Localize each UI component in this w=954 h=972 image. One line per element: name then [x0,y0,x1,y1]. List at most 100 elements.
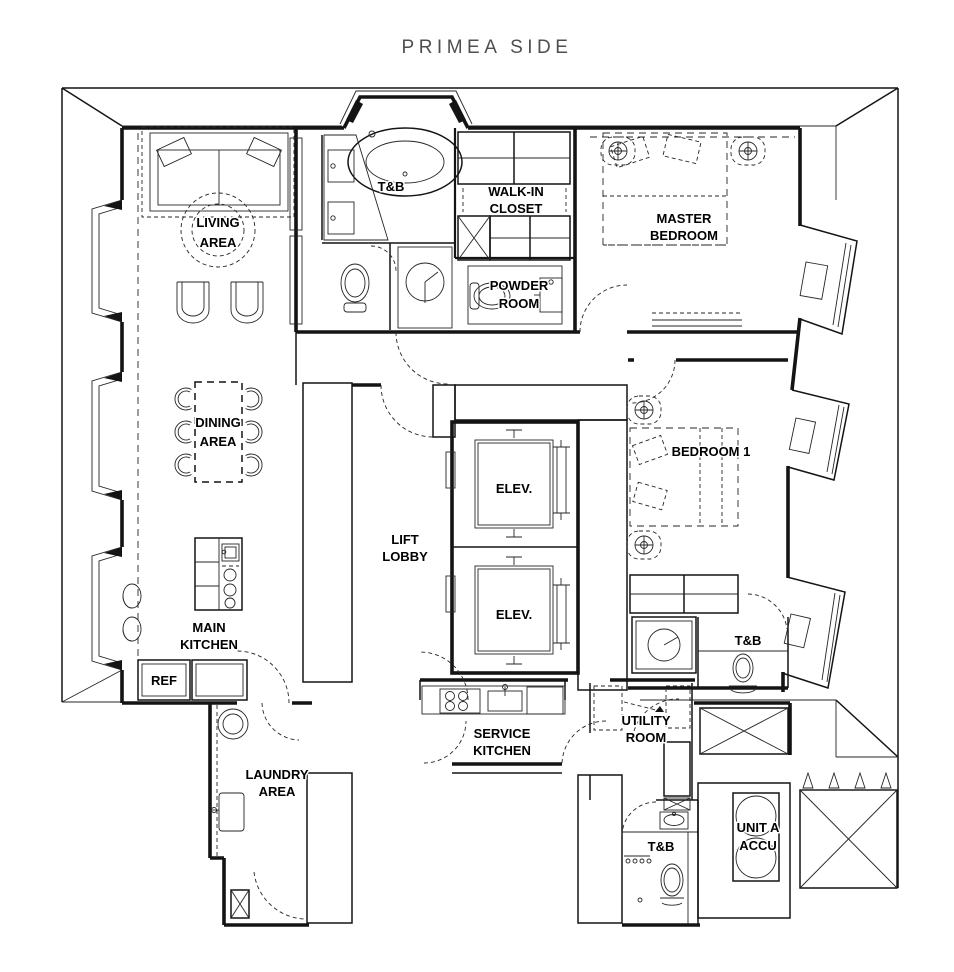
sink-icon [659,811,689,830]
vent-ticks [802,771,892,789]
master-tb-label: T&B [378,179,405,194]
living-area-label: LIVING [196,215,239,230]
walk-in-closet [457,131,571,261]
shower-icon [631,616,697,674]
laundry-area-label: LAUNDRY [245,767,308,782]
dining-area-label: DINING [195,415,241,430]
kitchen-island-icon [194,537,243,611]
sofa-icon [149,132,289,212]
master-bedroom [600,132,766,246]
laundry-sink-icon [210,792,245,832]
elevator-car [474,556,570,665]
bedroom-1 [626,395,788,694]
table-outline [180,192,256,268]
bedroom1-tb-label: T&B [735,633,762,648]
washer-icon [217,708,249,740]
bay-window-icon [91,546,123,671]
unit-walls [120,90,802,927]
master-bedroom-label: MASTER [657,211,713,226]
bed-outline [629,427,739,527]
laundry-area-label: AREA [259,784,296,799]
lift-lobby-label: LOBBY [382,549,428,564]
counter-block [526,686,564,715]
shaft-box-icon [230,889,250,919]
utility-room-label: UTILITY [621,713,670,728]
living-area-label: AREA [200,235,237,250]
elevator-car [474,429,570,538]
bay-window-icon [91,199,123,323]
rack-icon [663,741,691,797]
main-kitchen-label: KITCHEN [180,637,238,652]
sink-icon [327,201,355,235]
rug-outline [141,126,295,218]
counter-icon [421,685,566,715]
service-kitchen-label: KITCHEN [473,743,531,758]
lift-lobby [432,384,456,438]
dining-table-outline [194,381,243,483]
walk-in-closet-label: CLOSET [490,201,543,216]
elevators [445,420,580,675]
lift-lobby-label: LIFT [391,532,418,547]
sheet-title: PRIMEA SIDE [402,37,573,58]
service-kitchen-label: SERVICE [474,726,531,741]
shear-wall-core [577,419,628,691]
master-bedroom-label: BEDROOM [650,228,718,243]
shaft-box-icon [663,797,691,811]
elevator-label: ELEV. [496,481,532,496]
shaft-box-icon [457,215,491,261]
shear-wall-low [577,774,623,924]
elevator-door [445,575,456,613]
room-labels: PRIMEA SIDE LIVING AREA T&B WALK-IN CLOS… [150,37,782,856]
shaft-box-icon [799,789,898,889]
accu-label: UNIT A [737,820,780,835]
utility-room [593,685,691,811]
cooktop-icon [439,688,481,714]
elevator-door [445,451,456,489]
living-area [141,126,295,324]
toilet-icon [729,653,757,694]
open-shafts [699,707,898,889]
refrigerator-label: REF [151,673,177,688]
accu-area [697,782,791,919]
accu-label: ACCU [739,838,777,853]
master-tb [321,127,463,330]
toilet-icon [637,863,684,906]
main-kitchen-label: MAIN [192,620,225,635]
sink-icon [534,277,563,313]
laundry-area [210,708,250,919]
powder-room-label: ROOM [499,296,539,311]
refrigerator-icon [137,659,191,701]
vanity-counter [323,134,389,241]
shear-wall-top [454,384,628,421]
dining-area-label: AREA [200,434,237,449]
outer-boundary [61,87,899,888]
sink-icon [487,684,523,712]
accu-ledge [697,782,791,919]
bathtub-icon [347,127,463,197]
shower-icon [397,246,453,329]
door-swings [236,284,788,920]
shelf-outline [665,685,691,729]
toilet-icon [340,263,370,313]
bay-window-icon [781,576,846,689]
counter-icon [191,659,248,701]
service-kitchen [421,684,566,715]
service-tb [622,811,698,925]
condenser-fan-icon [735,795,777,837]
bed-outline [602,132,728,246]
utility-room-label: ROOM [626,730,666,745]
dining-area [174,381,263,483]
service-tb-label: T&B [648,839,675,854]
bay-window-icon [91,371,123,501]
elevator-label: ELEV. [496,607,532,622]
main-kitchen [122,537,248,701]
bedroom-1-label: BEDROOM 1 [672,444,751,459]
walk-in-closet-label: WALK-IN [488,184,544,199]
condenser-fan-icon [735,837,777,879]
lobby-closet-icon [432,384,456,438]
bay-window-icon [799,224,858,336]
toilet-icon [469,282,511,310]
shaft-box-icon [699,707,789,755]
